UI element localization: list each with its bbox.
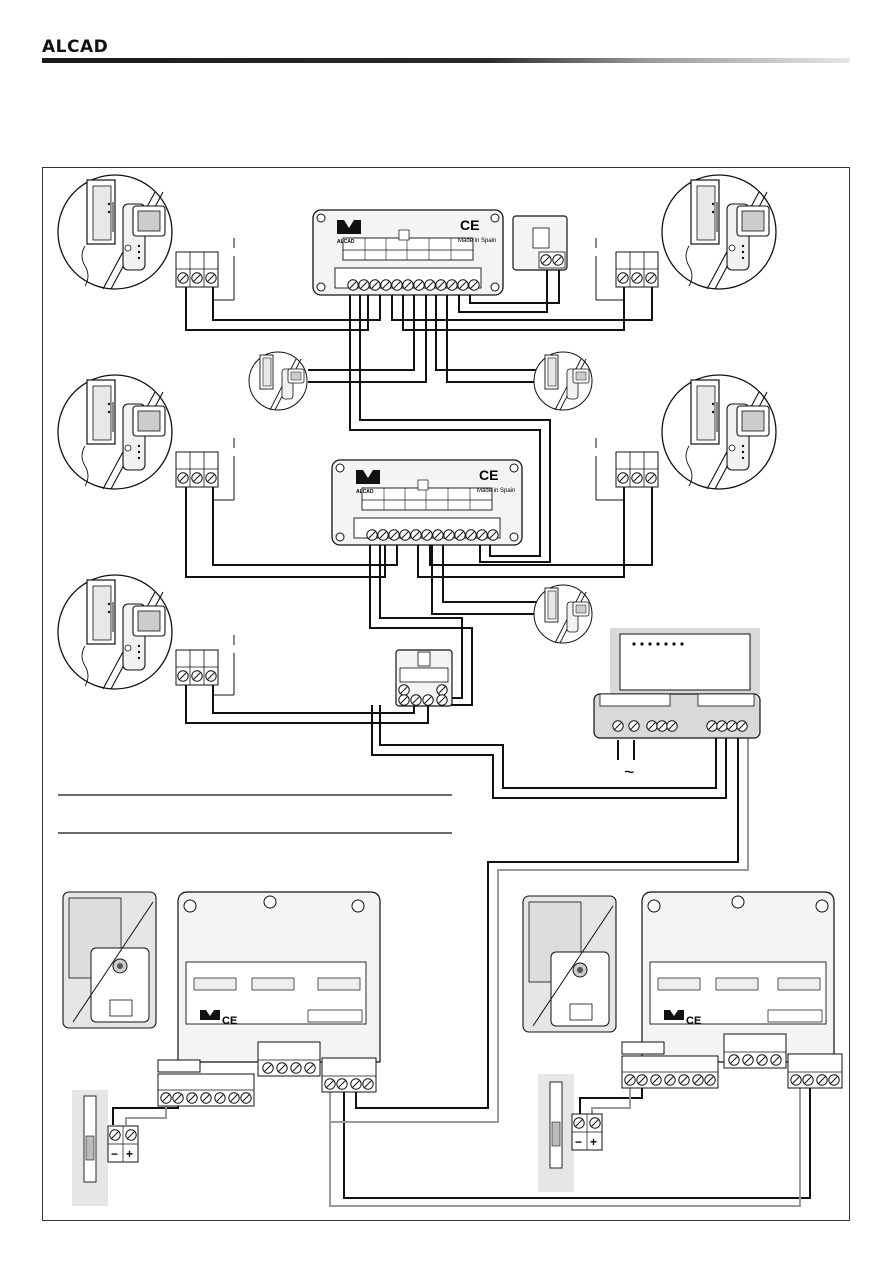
monitor-low-left <box>57 574 173 690</box>
monitor-top-left <box>57 174 173 290</box>
monitor-small-left <box>248 351 308 411</box>
ce-mark: CE <box>222 1015 237 1027</box>
distributor-top: CE Made in Spain ALCAD <box>312 209 504 296</box>
panel2-terminals-left <box>621 1041 719 1089</box>
monitor-top-right <box>661 174 777 290</box>
panel1-terminals-mid <box>257 1041 321 1077</box>
minus-label: − <box>111 1147 118 1161</box>
minus-label: − <box>575 1135 582 1149</box>
power-supply <box>593 628 761 739</box>
device-brand: ALCAD <box>356 489 374 495</box>
ce-mark: CE <box>686 1015 701 1027</box>
plus-label: + <box>590 1135 597 1149</box>
ce-mark: CE <box>479 467 498 483</box>
door-panel-front-1 <box>62 891 157 1029</box>
panel2-terminals-mid <box>723 1033 787 1069</box>
terminal-block <box>176 452 218 487</box>
plus-label: + <box>126 1147 133 1161</box>
cable-marks <box>213 238 624 696</box>
terminal-block <box>176 650 218 685</box>
monitor-small-right <box>533 351 593 411</box>
ce-mark: CE <box>460 217 479 233</box>
monitor-small-lower <box>533 584 593 644</box>
made-in-label: Made in Spain <box>477 488 515 494</box>
door-lock-1: − + <box>72 1090 139 1206</box>
terminal-block <box>176 252 218 287</box>
door-panel-module-1: CE <box>177 891 381 1063</box>
distributor-middle: CE Made in Spain ALCAD <box>331 459 523 546</box>
made-in-label: Made in Spain <box>458 238 496 244</box>
panel1-terminals-left <box>157 1059 255 1107</box>
door-panel-front-2 <box>522 895 617 1033</box>
ac-input-label: ~ <box>624 762 635 782</box>
monitor-mid-left <box>57 374 173 490</box>
panel2-terminals-right <box>787 1053 843 1089</box>
derivation-box <box>395 649 453 707</box>
terminal-block <box>616 252 658 287</box>
wires-black <box>112 270 811 1199</box>
header-rule <box>42 58 850 63</box>
door-lock-2: − + <box>538 1074 603 1192</box>
diagram-frame <box>42 167 850 1221</box>
device-brand: ALCAD <box>337 239 355 245</box>
door-panel-module-2: CE <box>641 891 835 1063</box>
monitor-mid-right <box>661 374 777 490</box>
terminal-block <box>616 452 658 487</box>
brand-logo: ALCAD <box>42 37 109 57</box>
door-relay-box <box>512 215 568 271</box>
panel1-terminals-right <box>321 1057 377 1093</box>
